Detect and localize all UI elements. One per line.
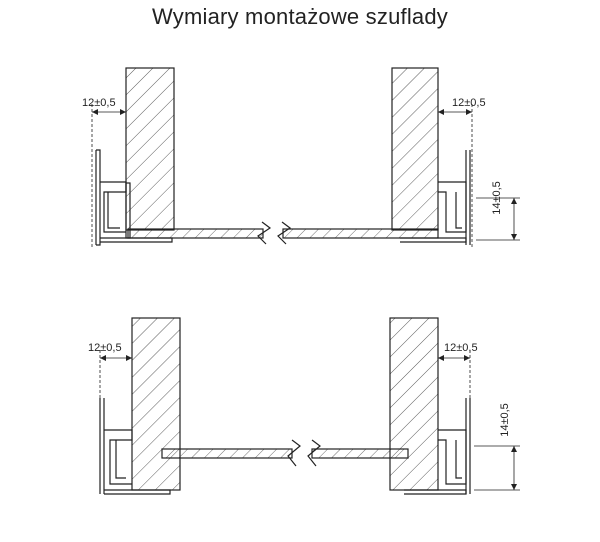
left-runner bbox=[99, 398, 105, 494]
top-diagram bbox=[91, 67, 520, 248]
drawer-bottom-left bbox=[127, 228, 264, 239]
break-symbol bbox=[287, 439, 301, 467]
left-side-panel bbox=[125, 67, 175, 231]
left-runner bbox=[95, 149, 101, 246]
bottom-left-dimension: 12±0,5 bbox=[88, 342, 122, 354]
drawer-bottom-right bbox=[311, 448, 409, 459]
top-left-dimension: 12±0,5 bbox=[82, 97, 116, 109]
bottom-right-dimension: 12±0,5 bbox=[444, 342, 478, 354]
right-side-panel bbox=[391, 67, 439, 231]
drawer-bottom-left bbox=[161, 448, 293, 459]
drawer-bottom-right bbox=[282, 228, 439, 239]
top-vertical-dimension: 14±0,5 bbox=[491, 181, 503, 215]
bottom-diagram bbox=[99, 317, 520, 495]
right-side-panel bbox=[389, 317, 439, 491]
top-right-dimension: 12±0,5 bbox=[452, 97, 486, 109]
page-title: Wymiary montażowe szuflady bbox=[152, 4, 448, 29]
bottom-vertical-dimension: 14±0,5 bbox=[499, 403, 511, 437]
left-side-panel bbox=[131, 317, 181, 491]
break-symbol bbox=[257, 221, 272, 245]
